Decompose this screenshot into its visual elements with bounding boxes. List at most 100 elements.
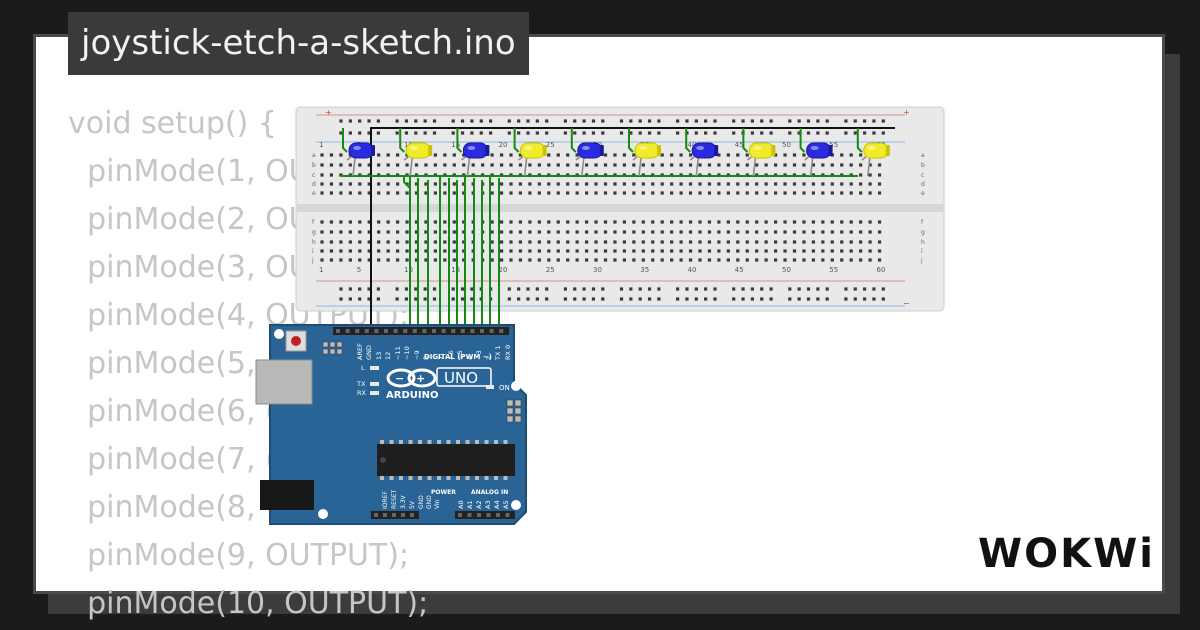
analog-pin-label: A0 [457, 500, 465, 509]
ground-drop-wire [628, 128, 634, 153]
row-letter: j [311, 257, 314, 264]
row-letter: f [921, 219, 924, 226]
led-yellow[interactable] [861, 142, 890, 177]
led-yellow[interactable] [403, 142, 433, 177]
led-blue[interactable] [804, 142, 833, 177]
led-yellow[interactable] [518, 142, 547, 177]
power-header-label: POWER [431, 489, 456, 496]
row-letter: i [312, 248, 314, 255]
column-number: 40 [688, 141, 697, 149]
power-pin-label: Vin [434, 499, 441, 509]
reset-button-cap[interactable] [291, 336, 301, 346]
digital-pin-label: ~5 [456, 350, 464, 360]
ground-drop-wire [570, 128, 577, 153]
wokwi-logo: WOKWi [978, 531, 1155, 577]
row-letter: e [312, 190, 316, 197]
row-letter: f [312, 219, 315, 226]
row-letter: b [312, 162, 316, 169]
code-line: void setup() { [68, 106, 277, 141]
mount-hole [318, 509, 328, 519]
led-blue[interactable] [460, 142, 490, 177]
row-letter: g [921, 229, 925, 236]
code-line: pinMode(9, OUTPUT); [68, 538, 410, 573]
led-blue[interactable] [689, 142, 719, 177]
analog-pin-label: A5 [502, 500, 510, 509]
code-line: pinMode(5, [68, 346, 256, 381]
analog-pin-label: A4 [493, 500, 501, 509]
row-letter: g [312, 229, 316, 236]
analog-pin-label: A2 [475, 500, 483, 509]
ground-drop-wire [799, 128, 806, 153]
row-letter: h [921, 239, 925, 246]
power-pin-label: IOREF [382, 491, 389, 509]
power-pin-label: GND [426, 495, 433, 509]
usb-port [255, 359, 313, 405]
column-number: 1 [319, 141, 323, 149]
breadboard[interactable]: 1155101015152020252530303535404045455050… [295, 106, 945, 312]
column-number: 15 [451, 266, 460, 274]
svg-text:−: − [395, 372, 404, 385]
digital-pin-label: ~9 [413, 350, 421, 360]
ground-drop-wire [685, 128, 691, 153]
ground-wire [370, 127, 895, 332]
column-number: 10 [404, 266, 413, 274]
column-number: 50 [782, 266, 791, 274]
digital-header-label: DIGITAL (PWM ~) [424, 353, 492, 361]
analog-pin-header[interactable] [455, 511, 515, 519]
row-letter: b [921, 162, 925, 169]
power-pin-label: 5V [409, 500, 416, 509]
row-letter: c [312, 172, 315, 179]
digital-pin-header[interactable] [333, 327, 509, 335]
mount-hole [511, 500, 521, 510]
led-yellow[interactable] [746, 142, 776, 177]
led-yellow[interactable] [632, 142, 661, 177]
rail-plus-label: + [903, 108, 910, 117]
led-blue[interactable] [346, 142, 375, 177]
ground-drop-wire [399, 128, 405, 153]
mount-hole [274, 329, 284, 339]
power-pin-label: GND [418, 495, 425, 509]
digital-pin-label: ~6 [447, 350, 455, 360]
column-number: 1 [319, 266, 323, 274]
power-pin-label: 3.3V [400, 494, 407, 509]
digital-pin-label: ~3 [475, 350, 483, 360]
icsp-header [322, 341, 343, 355]
ground-drop-wire [856, 128, 863, 153]
on-label: ON [499, 384, 510, 392]
analog-header-label: ANALOG IN [471, 489, 508, 496]
column-number: 55 [829, 141, 838, 149]
row-letter: e [921, 190, 925, 197]
digital-pin-label: GND [365, 345, 373, 360]
uno-label: UNO [444, 369, 478, 387]
sketch-title: joystick-etch-a-sketch.ino [68, 12, 529, 75]
code-line: pinMode(10, OUTPUT); [68, 586, 429, 621]
ground-drop-wire [342, 128, 348, 153]
column-number: 25 [546, 266, 555, 274]
arduino-brand: ARDUINO [386, 390, 438, 401]
digital-pin-label: TX 1 [494, 345, 502, 361]
ground-drop-wire [456, 128, 463, 153]
mount-hole [511, 381, 521, 391]
column-number: 20 [499, 266, 508, 274]
board-led-label: L [361, 364, 365, 372]
column-number: 30 [593, 266, 602, 274]
led-array[interactable] [346, 142, 890, 177]
digital-pin-label: 13 [375, 352, 383, 360]
svg-text:+: + [416, 372, 425, 385]
on-led [486, 385, 494, 389]
digital-pin-label: ~11 [394, 346, 402, 360]
digital-pin-label: ~10 [403, 346, 411, 360]
column-number: 15 [451, 141, 460, 149]
column-number: 45 [735, 141, 744, 149]
digital-pin-label: 8 [422, 356, 430, 360]
uno-badge [436, 367, 492, 387]
wires[interactable] [341, 127, 895, 332]
row-letter: a [312, 152, 316, 159]
digital-pin-label: 12 [384, 352, 392, 360]
led-blue[interactable] [575, 142, 604, 177]
ground-drop-wire [742, 128, 749, 153]
digital-pin-label: RX 0 [504, 345, 512, 360]
row-letter: d [921, 181, 925, 188]
board-led-label: RX [357, 389, 367, 397]
